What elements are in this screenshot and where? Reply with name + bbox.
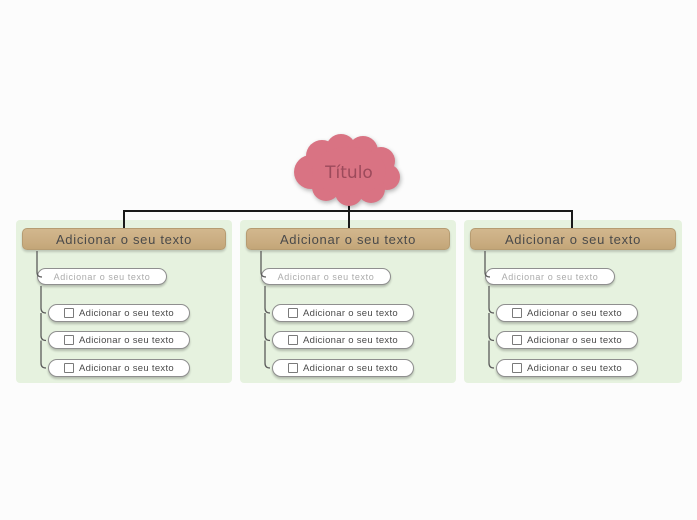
task-node[interactable]: Adicionar o seu texto	[48, 359, 190, 377]
checkbox-icon[interactable]	[511, 308, 522, 318]
task-label: Adicionar o seu texto	[78, 307, 175, 319]
branch-header-node[interactable]: Adicionar o seu texto	[22, 228, 226, 250]
task-node[interactable]: Adicionar o seu texto	[272, 359, 414, 377]
cloud-shape	[294, 134, 400, 206]
task-node[interactable]: Adicionar o seu texto	[48, 331, 190, 349]
checkbox-icon[interactable]	[287, 308, 298, 318]
task-label: Adicionar o seu texto	[302, 334, 399, 346]
checkbox-icon[interactable]	[511, 363, 522, 373]
checkbox-icon[interactable]	[287, 335, 298, 345]
task-node[interactable]: Adicionar o seu texto	[48, 304, 190, 322]
branch-panel: Adicionar o seu texto Adicionar o seu te…	[240, 220, 456, 383]
task-label: Adicionar o seu texto	[78, 334, 175, 346]
task-node[interactable]: Adicionar o seu texto	[272, 304, 414, 322]
subtopic-node[interactable]: Adicionar o seu texto	[261, 268, 391, 285]
branch-header-node[interactable]: Adicionar o seu texto	[470, 228, 676, 250]
checkbox-icon[interactable]	[63, 308, 74, 318]
root-topic-cloud[interactable]: Título	[294, 134, 400, 206]
subtopic-node[interactable]: Adicionar o seu texto	[485, 268, 615, 285]
branch-panel: Adicionar o seu texto Adicionar o seu te…	[16, 220, 232, 383]
task-node[interactable]: Adicionar o seu texto	[496, 331, 638, 349]
task-label: Adicionar o seu texto	[526, 334, 623, 346]
branch-header-node[interactable]: Adicionar o seu texto	[246, 228, 450, 250]
checkbox-icon[interactable]	[63, 335, 74, 345]
task-label: Adicionar o seu texto	[302, 307, 399, 319]
task-node[interactable]: Adicionar o seu texto	[496, 304, 638, 322]
task-label: Adicionar o seu texto	[302, 362, 399, 374]
task-label: Adicionar o seu texto	[78, 362, 175, 374]
task-node[interactable]: Adicionar o seu texto	[272, 331, 414, 349]
checkbox-icon[interactable]	[511, 335, 522, 345]
task-label: Adicionar o seu texto	[526, 362, 623, 374]
subtopic-node[interactable]: Adicionar o seu texto	[37, 268, 167, 285]
task-label: Adicionar o seu texto	[526, 307, 623, 319]
branch-panel: Adicionar o seu texto Adicionar o seu te…	[464, 220, 682, 383]
root-topic-label: Título	[324, 163, 373, 183]
checkbox-icon[interactable]	[63, 363, 74, 373]
task-node[interactable]: Adicionar o seu texto	[496, 359, 638, 377]
checkbox-icon[interactable]	[287, 363, 298, 373]
